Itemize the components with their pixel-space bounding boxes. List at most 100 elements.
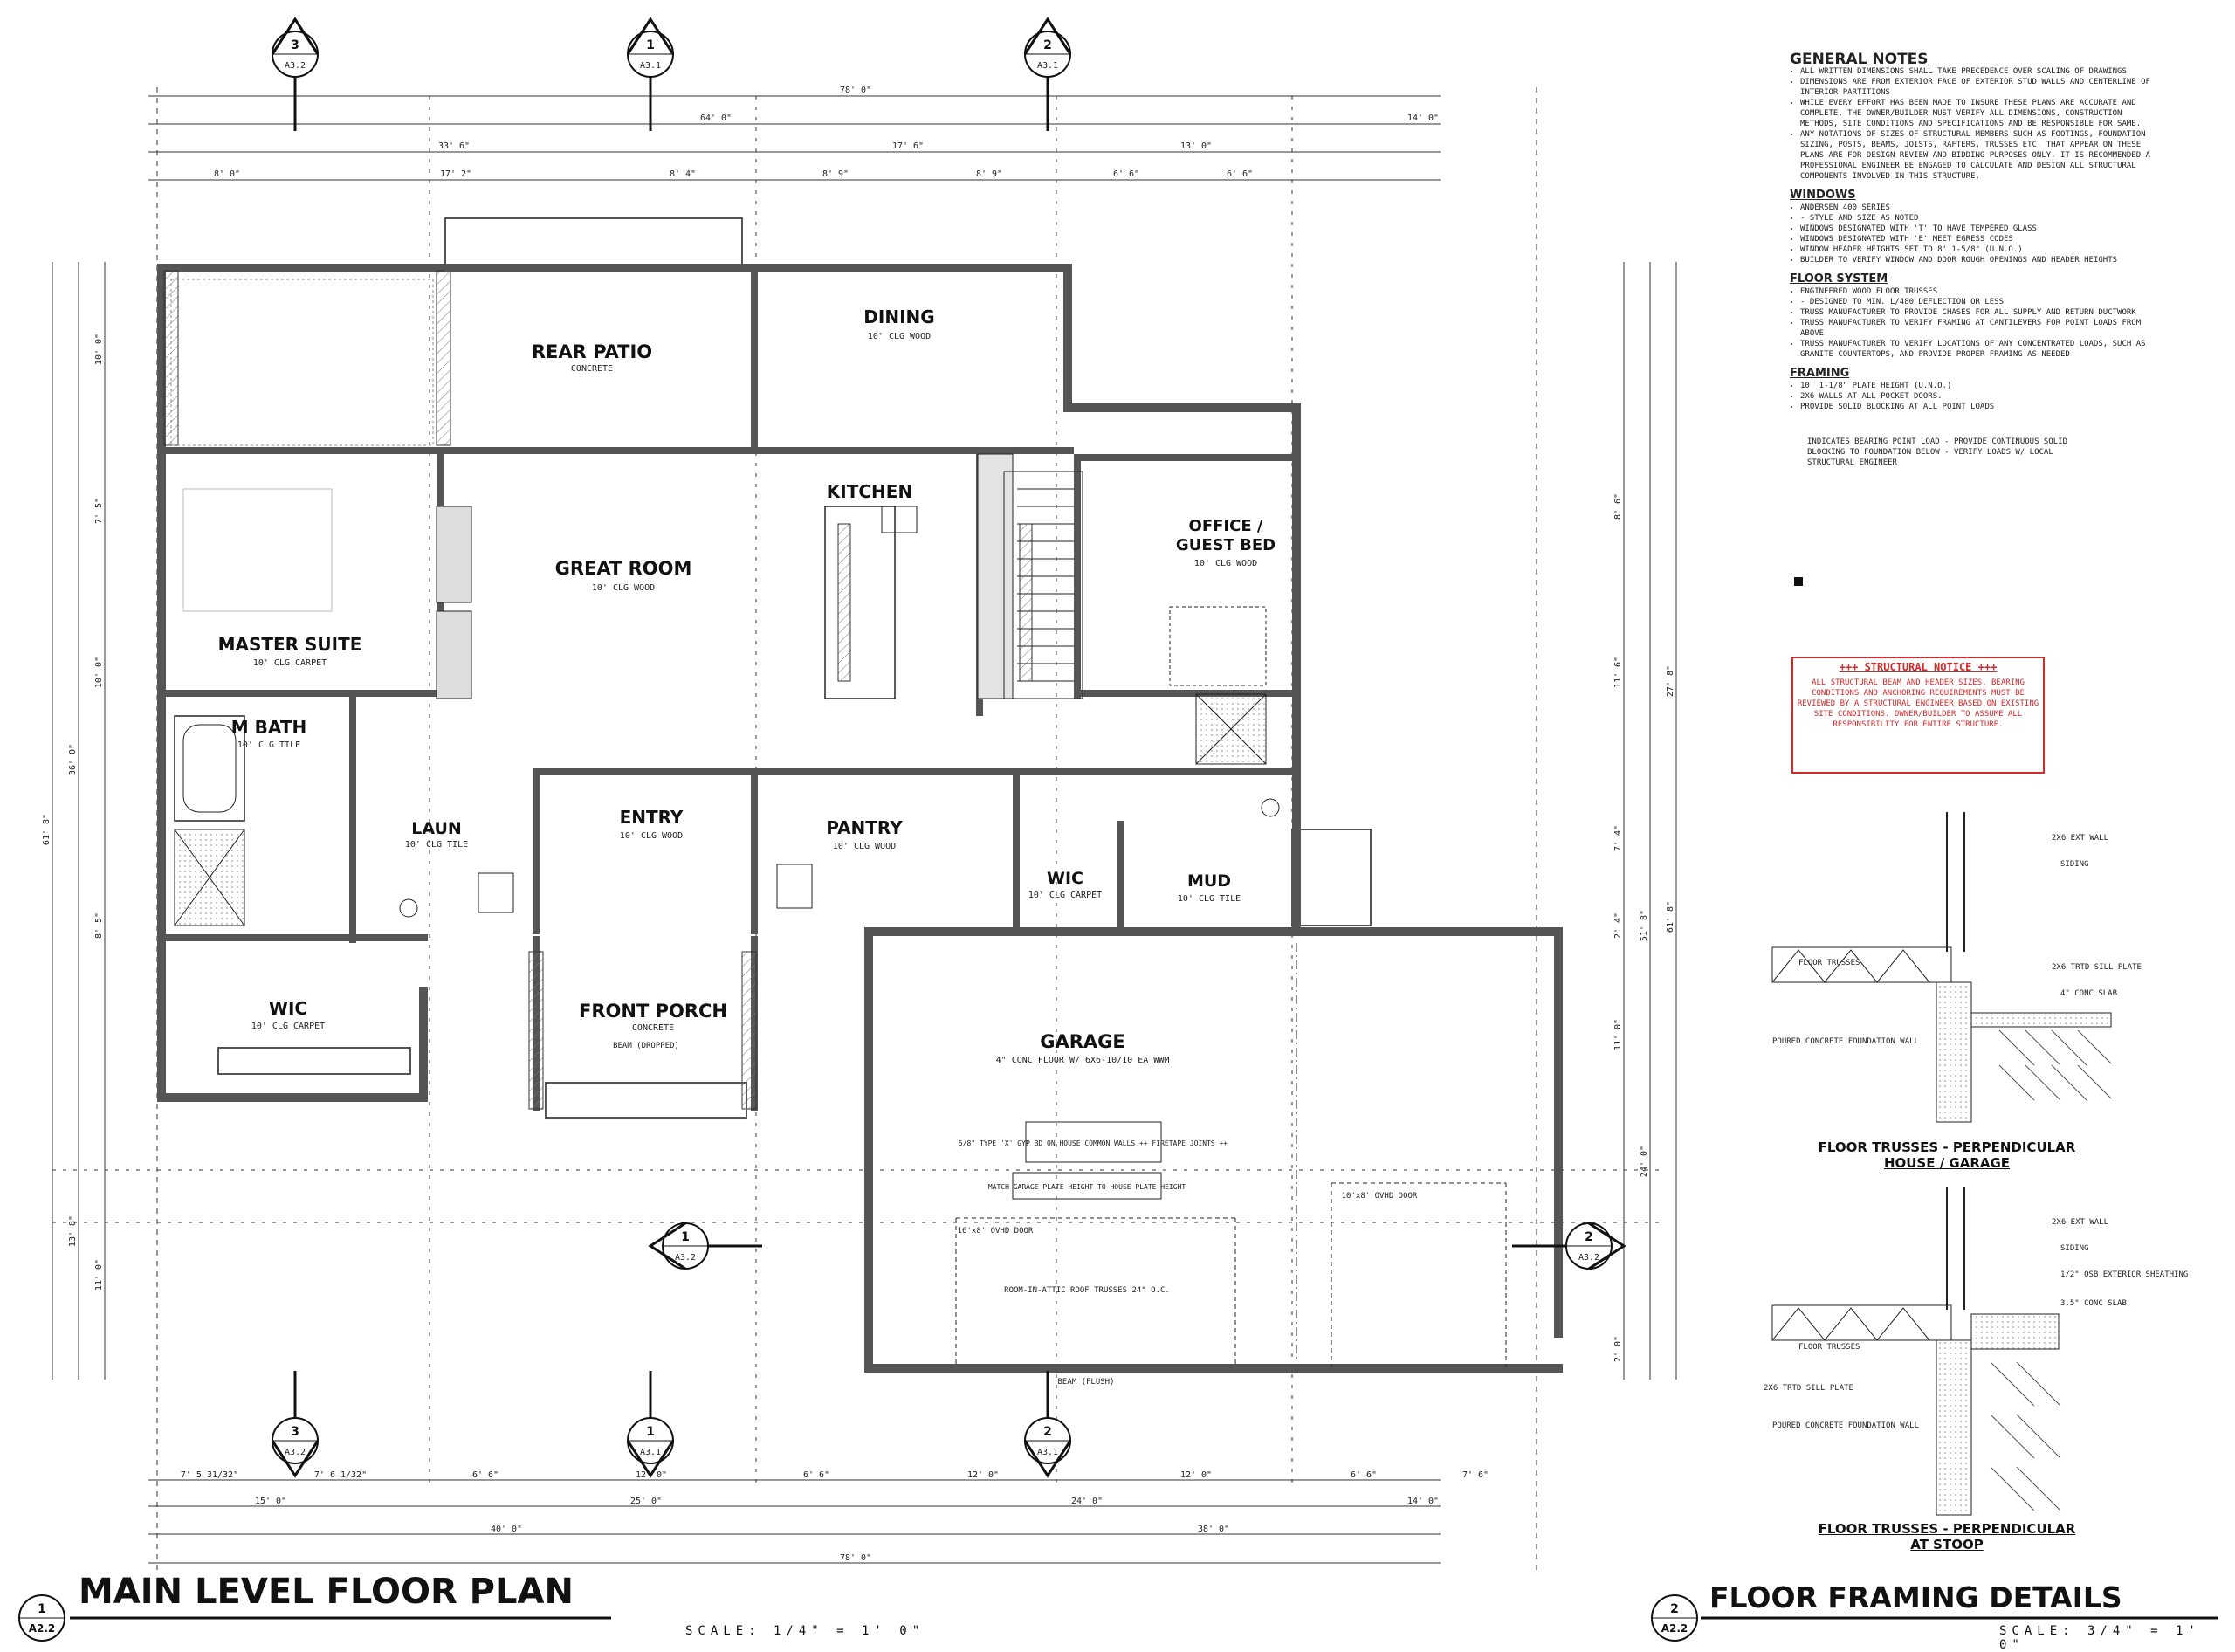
svg-text:10' CLG WOOD: 10' CLG WOOD — [1194, 559, 1257, 568]
room-entry: ENTRY — [620, 807, 684, 828]
svg-text:1/2" OSB EXTERIOR SHEATHING: 1/2" OSB EXTERIOR SHEATHING — [2060, 1270, 2188, 1279]
svg-text:10' CLG TILE: 10' CLG TILE — [237, 740, 300, 750]
svg-text:78' 0": 78' 0" — [840, 1553, 871, 1563]
room-rear-patio: REAR PATIO — [532, 341, 652, 362]
svg-text:8' 4": 8' 4" — [670, 169, 696, 179]
svg-text:13' 8": 13' 8" — [68, 1215, 78, 1247]
svg-text:64' 0": 64' 0" — [700, 114, 732, 123]
note-item: ANY NOTATIONS OF SIZES OF STRUCTURAL MEM… — [1800, 129, 2156, 182]
note-item: 2X6 WALLS AT ALL POCKET DOORS. — [1800, 391, 2156, 402]
windows-title: WINDOWS — [1790, 189, 1856, 202]
svg-text:CONCRETE: CONCRETE — [632, 1023, 674, 1033]
note-item: - DESIGNED TO MIN. L/480 DEFLECTION OR L… — [1800, 297, 2156, 307]
note-item: TRUSS MANUFACTURER TO VERIFY LOCATIONS O… — [1800, 339, 2156, 360]
svg-text:7' 5 31/32": 7' 5 31/32" — [181, 1470, 238, 1480]
svg-text:12' 0": 12' 0" — [967, 1470, 999, 1480]
svg-text:24' 0": 24' 0" — [1071, 1497, 1103, 1506]
room-mud: MUD — [1187, 871, 1231, 891]
svg-text:8' 6": 8' 6" — [1613, 493, 1623, 520]
room-laun: LAUN — [411, 819, 462, 838]
svg-text:FLOOR TRUSSES: FLOOR TRUSSES — [1798, 1343, 1860, 1352]
svg-text:61' 8": 61' 8" — [42, 814, 52, 845]
svg-text:A3.1: A3.1 — [1037, 61, 1058, 71]
svg-text:36' 0": 36' 0" — [68, 744, 78, 775]
svg-text:11' 0": 11' 0" — [94, 1259, 104, 1291]
svg-text:27' 8": 27' 8" — [1666, 665, 1675, 697]
svg-text:7' 4": 7' 4" — [1613, 825, 1623, 851]
svg-text:8' 9": 8' 9" — [976, 169, 1002, 179]
room-great-room: GREAT ROOM — [555, 558, 692, 579]
svg-text:8' 5": 8' 5" — [94, 912, 104, 939]
svg-text:38' 0": 38' 0" — [1198, 1525, 1229, 1534]
garage — [955, 943, 1507, 1366]
garage-beam: BEAM (FLUSH) — [1057, 1378, 1114, 1387]
svg-text:2' 4": 2' 4" — [1613, 912, 1623, 939]
windows-list: ANDERSEN 400 SERIES - STYLE AND SIZE AS … — [1790, 203, 2156, 265]
svg-text:A3.2: A3.2 — [675, 1253, 696, 1263]
svg-text:FLOOR TRUSSES: FLOOR TRUSSES — [1798, 959, 1860, 967]
note-item: TRUSS MANUFACTURER TO VERIFY FRAMING AT … — [1800, 318, 2156, 339]
note-item: 10' 1-1/8" PLATE HEIGHT (U.N.O.) — [1800, 381, 2156, 391]
svg-text:17' 6": 17' 6" — [892, 141, 924, 151]
svg-text:3: 3 — [291, 1425, 299, 1439]
svg-text:6' 6": 6' 6" — [472, 1470, 499, 1480]
note-item: TRUSS MANUFACTURER TO PROVIDE CHASES FOR… — [1800, 307, 2156, 318]
svg-text:3: 3 — [291, 38, 299, 52]
note-item: ENGINEERED WOOD FLOOR TRUSSES — [1800, 286, 2156, 297]
svg-text:A2.2: A2.2 — [29, 1622, 56, 1635]
svg-text:10' CLG WOOD: 10' CLG WOOD — [833, 842, 896, 851]
svg-text:A3.2: A3.2 — [1578, 1253, 1599, 1263]
svg-text:CONCRETE: CONCRETE — [571, 364, 613, 374]
beams-and-posts — [163, 217, 1372, 1119]
svg-text:2: 2 — [1043, 1425, 1052, 1439]
bearing-point-icon — [1794, 577, 1803, 586]
svg-text:7' 5": 7' 5" — [94, 498, 104, 524]
svg-text:1: 1 — [38, 1602, 46, 1616]
svg-text:SIDING: SIDING — [2060, 1244, 2089, 1253]
note-item: ANDERSEN 400 SERIES — [1800, 203, 2156, 213]
svg-text:2X6 TRTD SILL PLATE: 2X6 TRTD SILL PLATE — [1764, 1384, 1853, 1393]
svg-text:10' CLG CARPET: 10' CLG CARPET — [251, 1022, 325, 1031]
svg-text:11' 0": 11' 0" — [1613, 1019, 1623, 1050]
svg-text:10' CLG WOOD: 10' CLG WOOD — [868, 332, 931, 341]
detail-scale: SCALE: 3/4" = 1' 0" — [1999, 1624, 2201, 1652]
svg-text:A3.2: A3.2 — [285, 61, 306, 71]
svg-text:1: 1 — [646, 38, 655, 52]
dimension-grid — [52, 87, 1677, 1572]
svg-text:12' 0": 12' 0" — [636, 1470, 667, 1480]
svg-text:2X6 TRTD SILL PLATE: 2X6 TRTD SILL PLATE — [2052, 963, 2142, 972]
svg-text:A3.1: A3.1 — [640, 61, 661, 71]
svg-text:4" CONC SLAB: 4" CONC SLAB — [2060, 989, 2117, 998]
svg-text:A2.2: A2.2 — [1661, 1622, 1688, 1635]
svg-text:11' 6": 11' 6" — [1613, 657, 1623, 688]
general-notes-title: GENERAL NOTES — [1790, 51, 1929, 68]
svg-text:2: 2 — [1043, 38, 1052, 52]
svg-text:A3.1: A3.1 — [640, 1448, 661, 1457]
room-wic-closet: WIC — [1047, 869, 1083, 888]
plan-title-marker: 1 A2.2 — [18, 1594, 65, 1642]
structural-notice-title: +++ STRUCTURAL NOTICE +++ — [1839, 661, 1998, 673]
svg-text:10' CLG TILE: 10' CLG TILE — [1178, 894, 1241, 904]
svg-text:13' 0": 13' 0" — [1180, 141, 1212, 151]
room-dining: DINING — [863, 306, 934, 327]
svg-text:14' 0": 14' 0" — [1407, 1497, 1439, 1506]
svg-text:1: 1 — [681, 1230, 690, 1244]
room-front-porch: FRONT PORCH — [579, 1001, 727, 1022]
section-marker-bottom-3: 2 A3.1 — [1023, 1371, 1072, 1478]
svg-text:A3.1: A3.1 — [1037, 1448, 1058, 1457]
section-marker-bottom-2: 1 A3.1 — [626, 1371, 675, 1478]
garage-trusses: ROOM-IN-ATTIC ROOF TRUSSES 24" O.C. — [1004, 1286, 1170, 1295]
room-kitchen: KITCHEN — [827, 481, 912, 502]
svg-text:7' 6": 7' 6" — [1462, 1470, 1489, 1480]
plan-scale: SCALE: 1/4" = 1' 0" — [685, 1624, 925, 1638]
svg-text:6' 6": 6' 6" — [1351, 1470, 1377, 1480]
note-item: WINDOWS DESIGNATED WITH 'E' MEET EGRESS … — [1800, 234, 2156, 244]
structural-notice-box: +++ STRUCTURAL NOTICE +++ ALL STRUCTURAL… — [1791, 657, 2045, 774]
svg-text:24' 0": 24' 0" — [1640, 1146, 1649, 1177]
section-marker-right: 2 A3.2 — [1512, 1222, 1626, 1270]
svg-text:10' CLG TILE: 10' CLG TILE — [405, 840, 468, 850]
porch-beam: BEAM (DROPPED) — [613, 1042, 679, 1050]
detail-title-marker: 2 A2.2 — [1651, 1594, 1698, 1642]
framing-title: FRAMING — [1790, 367, 1850, 380]
room-garage: GARAGE — [1040, 1031, 1125, 1052]
